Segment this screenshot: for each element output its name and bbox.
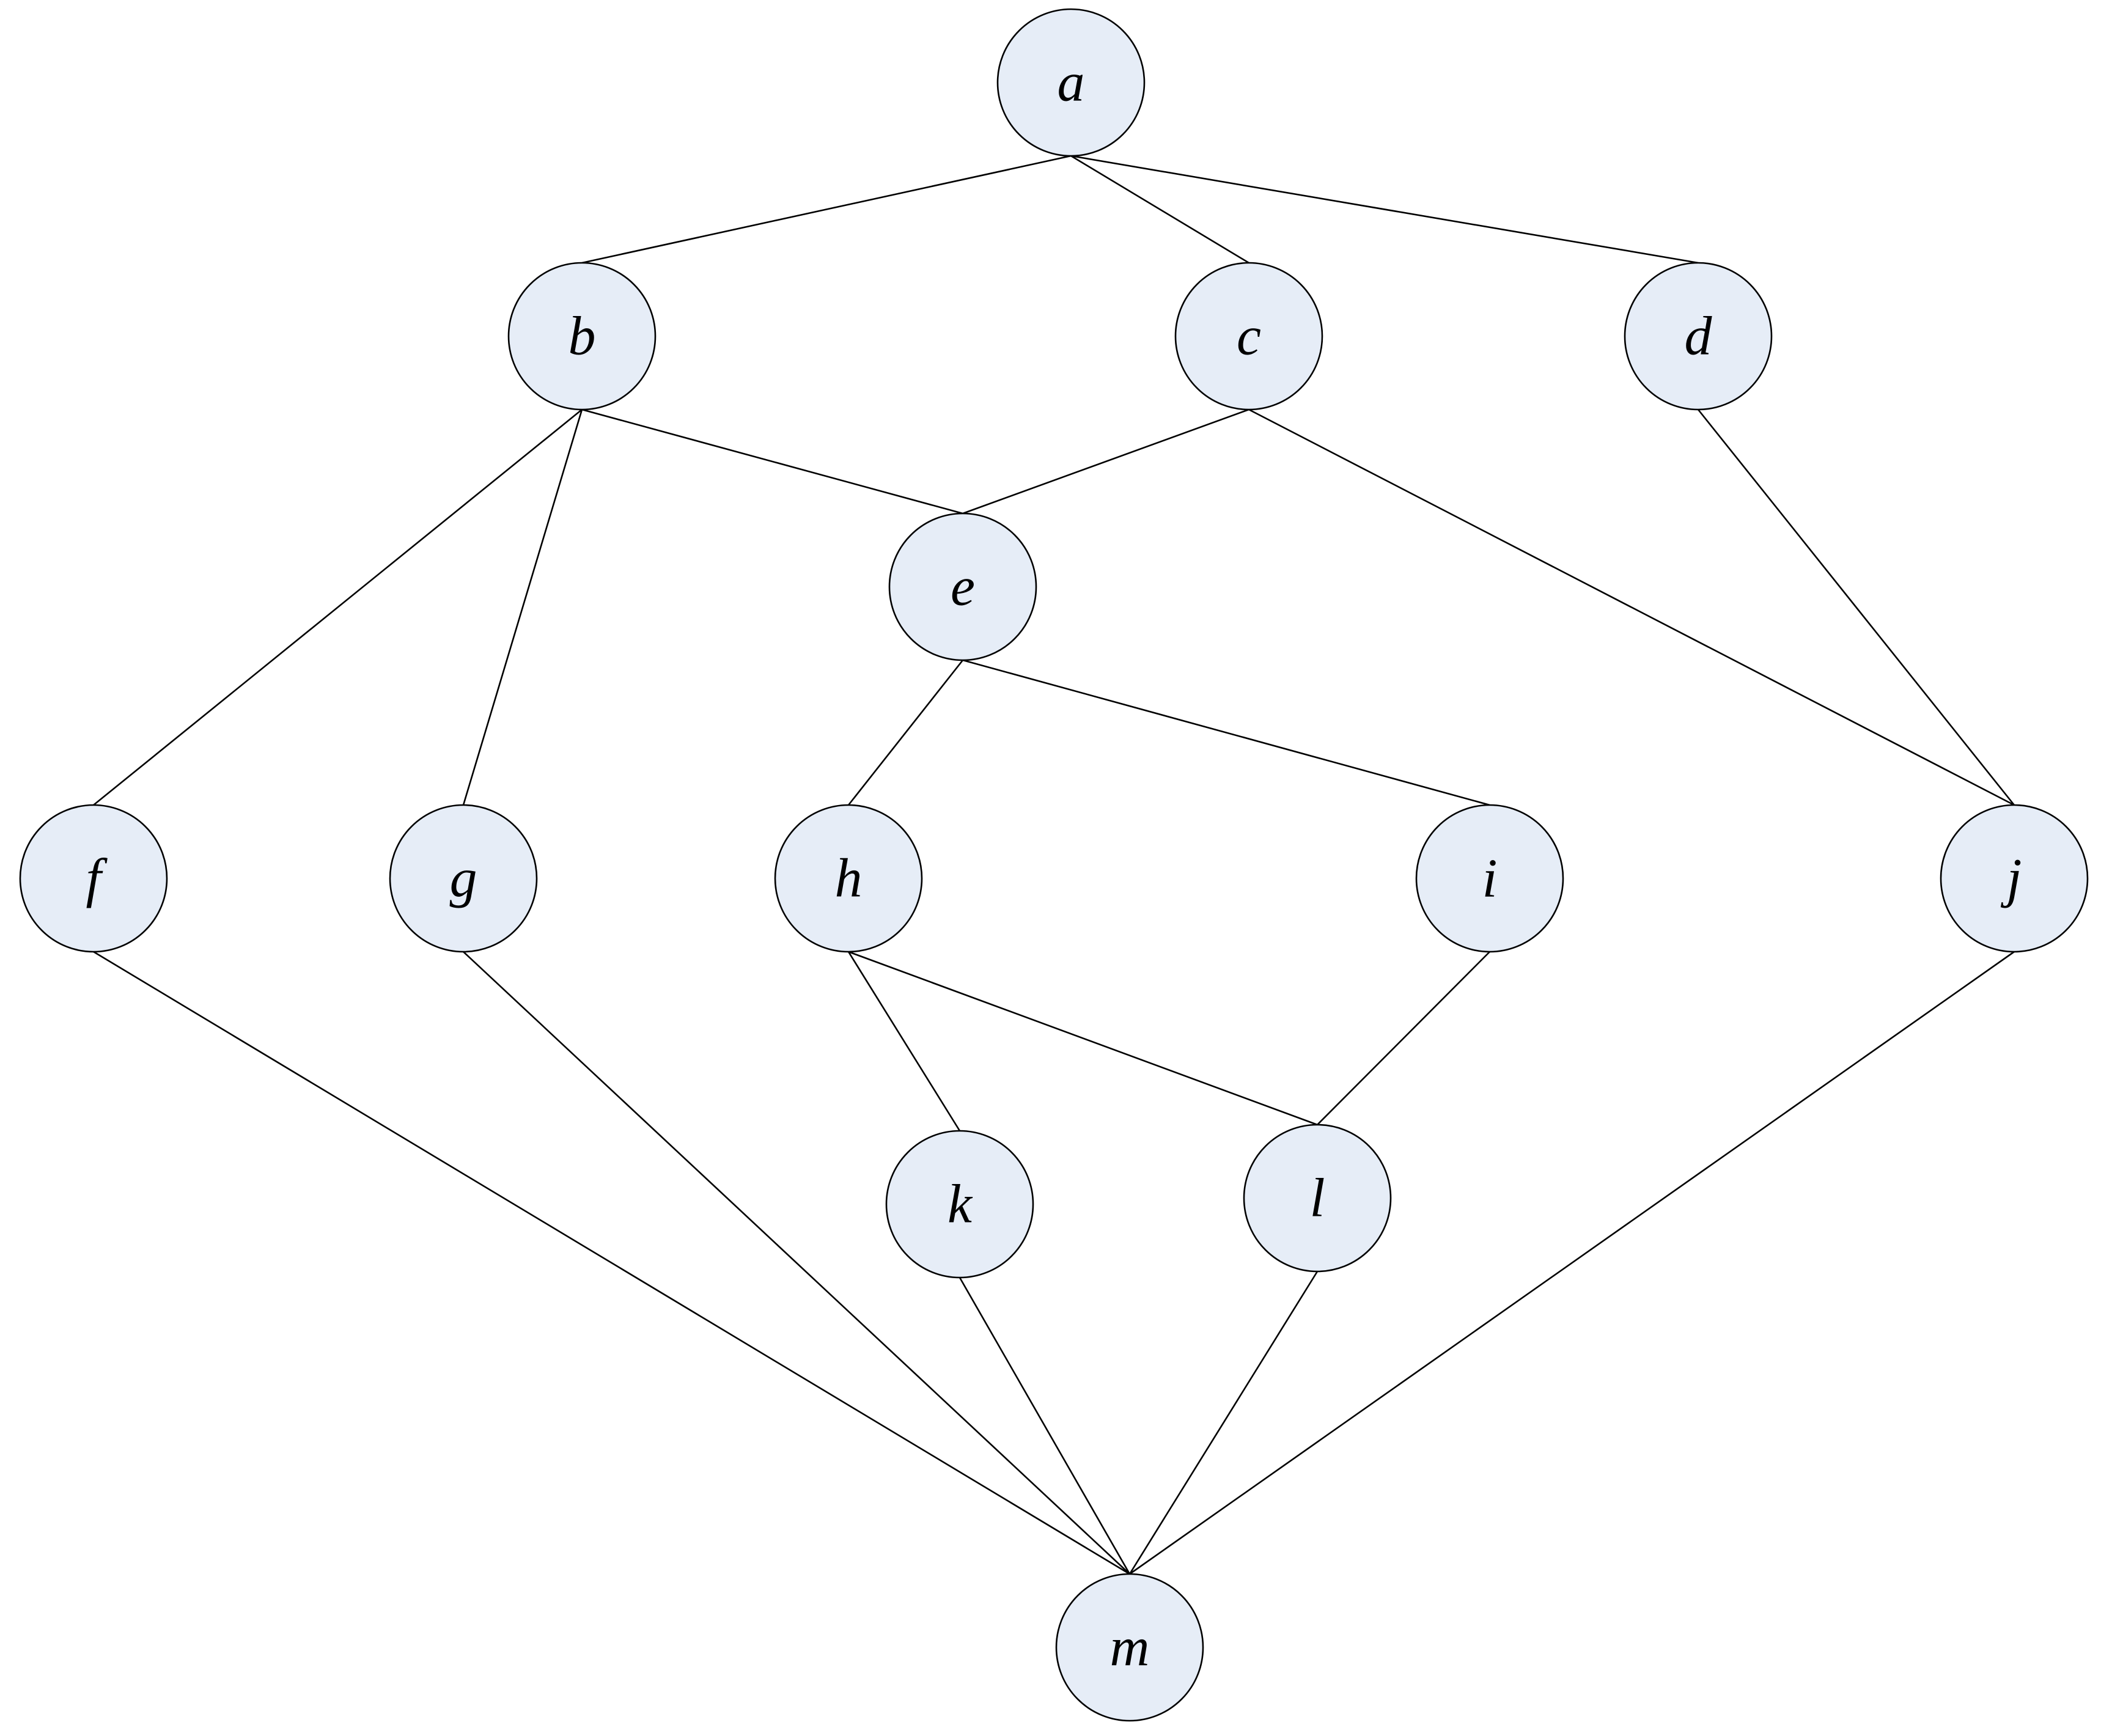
- edge-b-f: [93, 408, 583, 806]
- edge-e-h: [847, 660, 964, 806]
- node-circle-b: [507, 262, 657, 411]
- node-label-d: d: [1685, 306, 1713, 367]
- node-label-h: h: [835, 848, 863, 909]
- node-label-a: a: [1058, 53, 1085, 113]
- node-i: i: [1415, 804, 1564, 953]
- node-circle-d: [1624, 262, 1773, 411]
- node-circle-g: [389, 804, 538, 953]
- node-circle-l: [1243, 1124, 1392, 1273]
- edge-d-j: [1697, 409, 2015, 806]
- node-label-k: k: [947, 1174, 973, 1235]
- node-l: l: [1243, 1124, 1392, 1273]
- edge-f-m: [93, 951, 1130, 1575]
- node-label-l: l: [1309, 1168, 1325, 1229]
- node-h: h: [774, 804, 923, 953]
- edge-a-d: [1070, 155, 1699, 264]
- node-label-c: c: [1237, 306, 1261, 367]
- edge-l-m: [1128, 1271, 1319, 1575]
- edge-c-j: [1248, 408, 2015, 806]
- node-circle-m: [1055, 1573, 1204, 1722]
- edge-k-m: [959, 1277, 1131, 1575]
- node-k: k: [885, 1130, 1034, 1279]
- edge-i-l: [1317, 951, 1490, 1125]
- node-m: m: [1055, 1573, 1204, 1722]
- node-d: d: [1624, 262, 1773, 411]
- node-label-m: m: [1110, 1617, 1150, 1678]
- node-circle-c: [1174, 262, 1323, 411]
- edge-h-k: [847, 951, 961, 1131]
- edge-b-g: [462, 409, 583, 806]
- node-circle-k: [885, 1130, 1034, 1279]
- node-label-e: e: [951, 557, 975, 617]
- edge-j-m: [1129, 951, 2015, 1575]
- edge-a-c: [1070, 155, 1249, 264]
- node-c: c: [1174, 262, 1323, 411]
- node-label-i: i: [1482, 848, 1497, 909]
- node-circle-a: [996, 8, 1146, 157]
- edge-g-m: [463, 951, 1130, 1575]
- edge-c-e: [962, 408, 1249, 515]
- node-a: a: [996, 8, 1146, 157]
- node-g: g: [389, 804, 538, 953]
- node-circle-i: [1415, 804, 1564, 953]
- node-b: b: [507, 262, 657, 411]
- node-circle-h: [774, 804, 923, 953]
- node-e: e: [888, 512, 1037, 661]
- edge-h-l: [848, 951, 1318, 1126]
- node-circle-j: [1940, 804, 2089, 953]
- node-label-g: g: [450, 848, 477, 909]
- edge-e-i: [962, 659, 1490, 806]
- edges-layer: [93, 155, 2015, 1575]
- edge-a-b: [581, 155, 1072, 264]
- node-circle-e: [888, 512, 1037, 661]
- node-f: f: [19, 804, 168, 953]
- node-label-b: b: [568, 306, 596, 367]
- edge-b-e: [581, 408, 963, 515]
- nodes-layer: a b c d e f g h i j k l m: [19, 8, 2089, 1722]
- node-j: j: [1940, 804, 2089, 953]
- node-circle-f: [19, 804, 168, 953]
